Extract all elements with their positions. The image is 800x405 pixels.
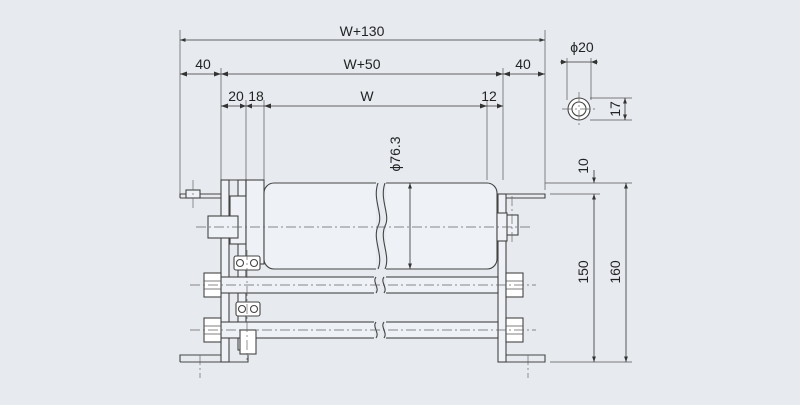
tie-rod-lower [190,317,536,343]
label-160: 160 [607,260,623,284]
roller: ϕ76.3 [196,136,532,271]
chain [233,250,261,360]
label-shaft-flat: 17 [607,101,623,117]
label-roller-dia: ϕ76.3 [387,136,403,171]
label-20: 20 [228,88,244,104]
extension-lines [179,30,632,363]
label-shaft-dia: ϕ20 [570,39,594,55]
vertical-dimensions: 10 150 160 [575,158,628,362]
mount-centerlines [199,355,529,378]
label-left-40: 40 [195,56,211,72]
label-right-40: 40 [515,56,531,72]
dimension-w130: W+130 [180,23,545,42]
label-10: 10 [575,158,591,174]
label-18: 18 [248,88,264,104]
left-frame [179,179,254,363]
dimension-w-row: 20 18 W 12 [221,88,503,109]
label-12: 12 [481,88,497,104]
dimension-w50-row: 40 W+50 40 [180,56,545,77]
label-w130: W+130 [340,23,385,39]
shaft-detail: ϕ20 17 [560,39,632,126]
label-w50: W+50 [344,56,381,72]
label-w: W [360,88,374,104]
tie-rod-upper [190,272,536,298]
label-150: 150 [575,260,591,284]
